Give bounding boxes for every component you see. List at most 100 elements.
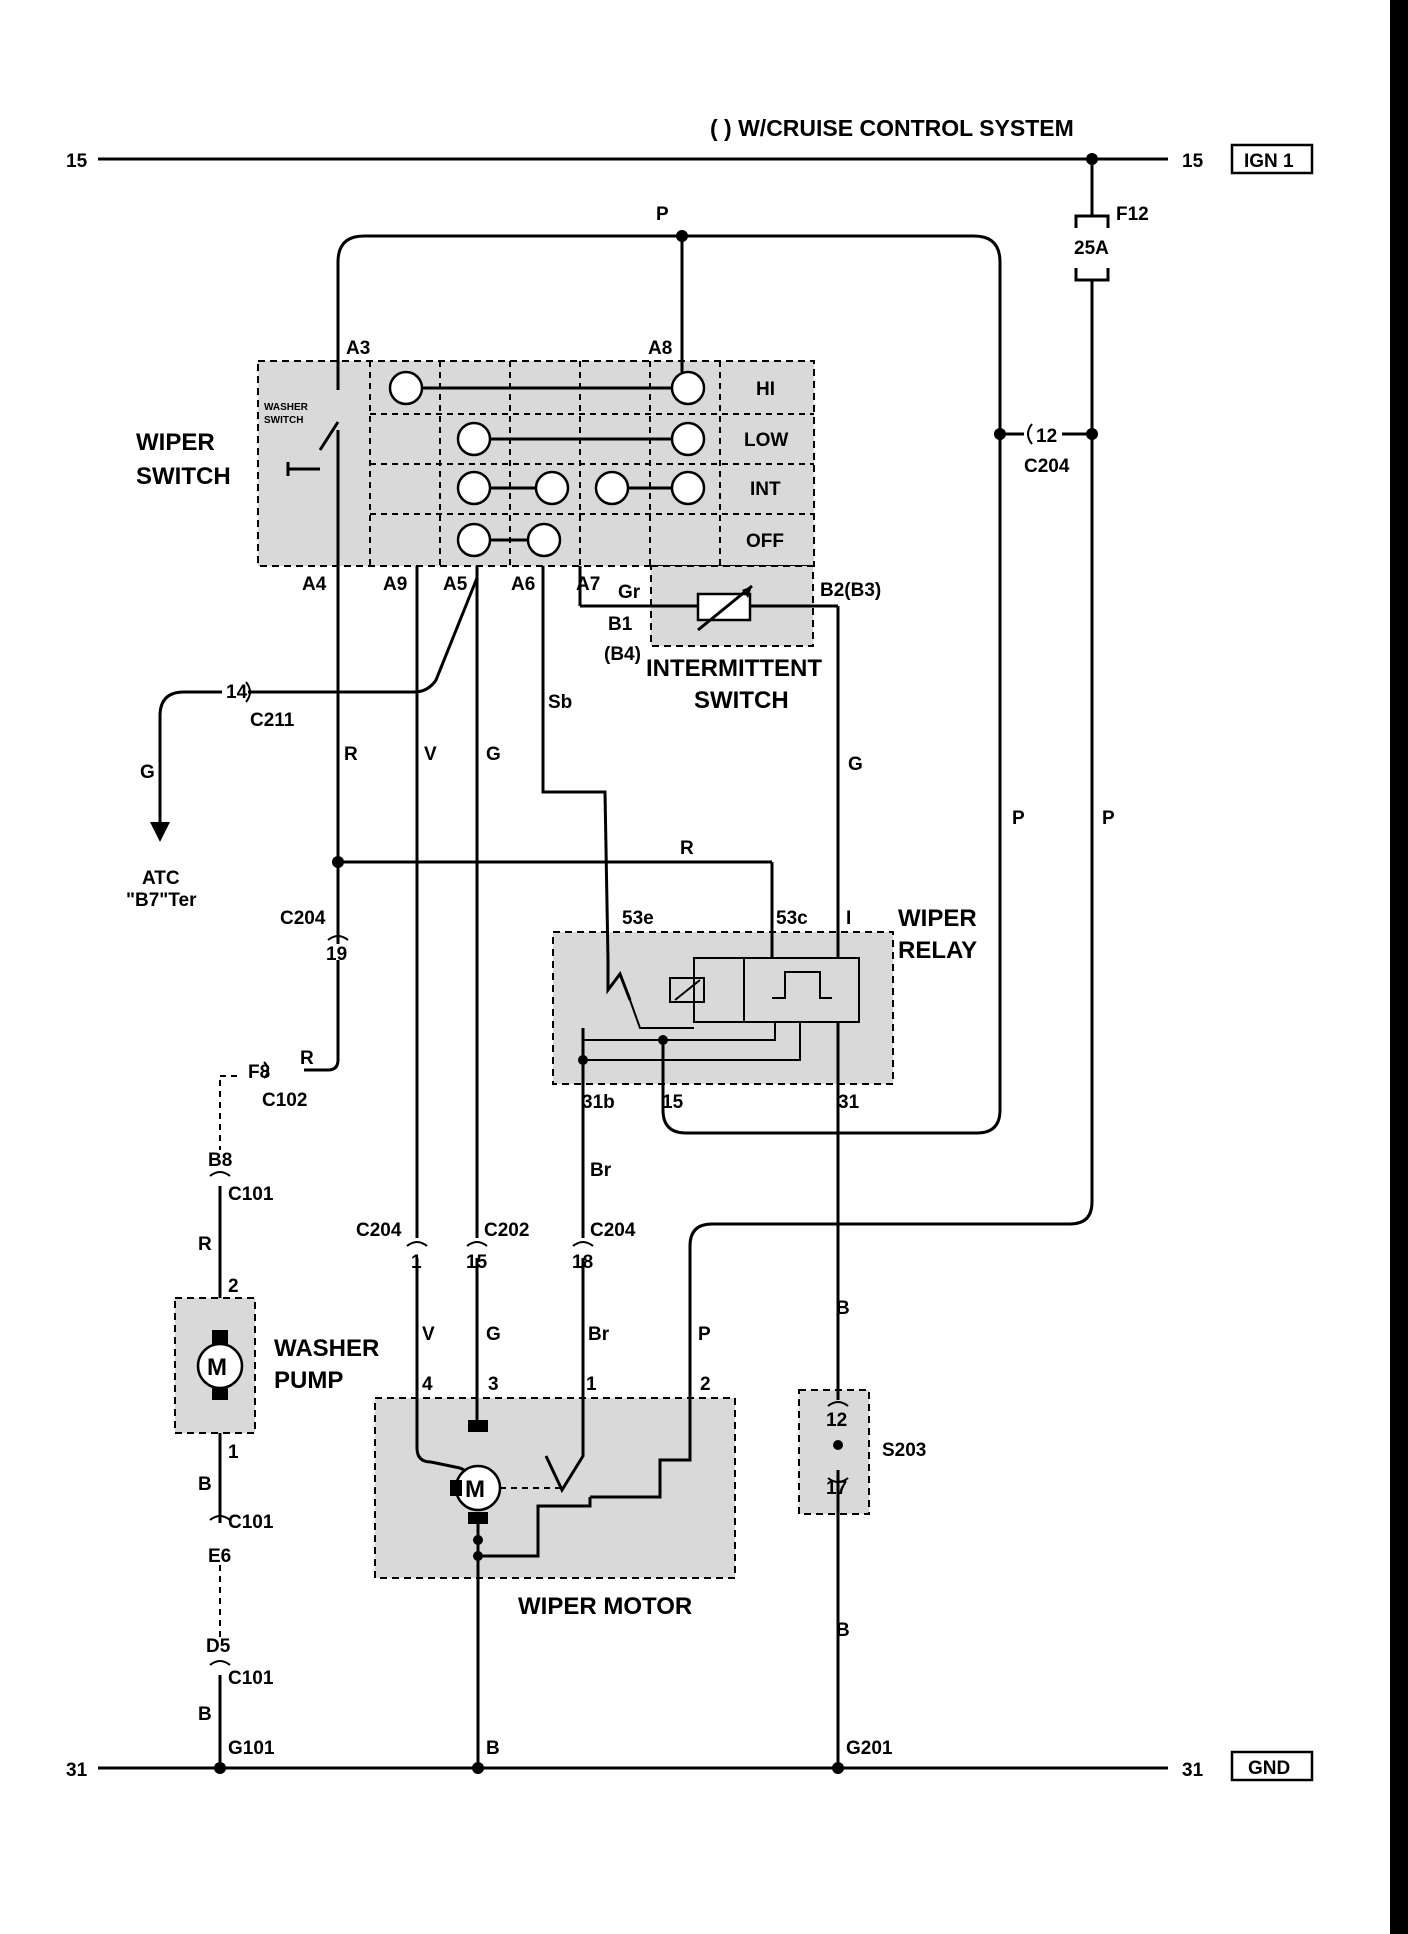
s203-top-pin: 12 — [826, 1410, 847, 1431]
relay-pin-i: I — [846, 908, 851, 929]
rail-15-left: 15 — [66, 151, 88, 172]
motor-pin-2: 2 — [700, 1374, 711, 1395]
gnd-tag: GND — [1248, 1758, 1290, 1779]
wire-r-a4: R — [344, 744, 358, 765]
atc-label-1: ATC — [142, 868, 180, 889]
wire-g-motor: G — [486, 1324, 501, 1345]
wiper-switch-title-2: SWITCH — [136, 463, 231, 490]
fuse-f12-symbol — [1074, 214, 1110, 282]
diagram-title: ( ) W/CRUISE CONTROL SYSTEM — [710, 115, 1074, 141]
wiper-motor-title: WIPER MOTOR — [518, 1593, 692, 1620]
c204-19-pin: 19 — [326, 944, 347, 965]
pin-a7: A7 — [576, 574, 600, 595]
rail-31-left: 31 — [66, 1760, 88, 1781]
relay-pin-53e: 53e — [622, 908, 654, 929]
ign1-tag-box — [1230, 143, 1314, 175]
pin-b2: B2(B3) — [820, 580, 881, 601]
relay-pin-53c: 53c — [776, 908, 808, 929]
c101-b8-name: C101 — [228, 1184, 274, 1205]
ign1-tag: IGN 1 — [1244, 151, 1294, 172]
position-off: OFF — [746, 531, 784, 552]
c211-name: C211 — [250, 710, 295, 731]
intermittent-title-1: INTERMITTENT — [646, 655, 822, 682]
off-contacts — [456, 522, 562, 558]
c204-1-pin: 1 — [411, 1252, 422, 1273]
wiper-switch-grid — [369, 361, 814, 566]
s203-name: S203 — [882, 1440, 926, 1461]
fuse-name: F12 — [1116, 204, 1149, 225]
position-hi: HI — [756, 379, 775, 400]
c202-15-name: C202 — [484, 1220, 529, 1241]
p-bus-wire — [336, 234, 1002, 1135]
pin-b1: B1 — [608, 614, 633, 635]
wire-br-motor: Br — [588, 1324, 610, 1345]
wire-p-right-1: P — [1012, 808, 1025, 829]
c202-15-pin: 15 — [466, 1252, 488, 1273]
pin-a6: A6 — [511, 574, 535, 595]
c101-d5-name: C101 — [228, 1668, 274, 1689]
wire-sb-a6: Sb — [548, 692, 572, 713]
wire-b-pump: B — [198, 1474, 212, 1495]
wiper-relay-title-2: RELAY — [898, 937, 977, 964]
wiper-motor-symbol: M — [465, 1476, 485, 1503]
wire-v-motor: V — [422, 1324, 435, 1345]
wiper-relay-title-1: WIPER — [898, 905, 977, 932]
c204-12-pin: 12 — [1036, 426, 1057, 447]
int-contacts — [456, 470, 706, 506]
wire-g-a5: G — [486, 744, 501, 765]
wire-b-pump-2: B — [198, 1704, 212, 1725]
wire-p-motor: P — [698, 1324, 711, 1345]
ground-g101: G101 — [228, 1738, 275, 1759]
pin-a8: A8 — [648, 338, 672, 359]
fuse-rating: 25A — [1074, 238, 1109, 259]
wire-p-top: P — [656, 204, 669, 225]
scan-edge-bar — [1390, 0, 1408, 1934]
c101-e6-pin: E6 — [208, 1546, 231, 1567]
rail-31-right: 31 — [1182, 1760, 1204, 1781]
pin-a5: A5 — [443, 574, 468, 595]
s203-splice-body — [798, 1389, 870, 1515]
c101-d5-pin: D5 — [206, 1636, 231, 1657]
motor-pin-4: 4 — [422, 1374, 433, 1395]
wiper-relay-body — [552, 931, 894, 1085]
pin-a4: A4 — [302, 574, 327, 595]
wire-gr: Gr — [618, 582, 641, 603]
motor-pin-1: 1 — [586, 1374, 597, 1395]
c101-e6-name: C101 — [228, 1512, 274, 1533]
c204-18-name: C204 — [590, 1220, 636, 1241]
wire-b-motor: B — [486, 1738, 500, 1759]
c204-12-name: C204 — [1024, 456, 1070, 477]
relay-pin-15: 15 — [662, 1092, 684, 1113]
c204-18-pin: 18 — [572, 1252, 593, 1273]
gnd-tag-box — [1230, 1750, 1314, 1782]
wire-r-c101: R — [198, 1234, 212, 1255]
c101-b8-pin: B8 — [208, 1150, 232, 1171]
relay-pin-31b: 31b — [582, 1092, 615, 1113]
washer-pump-title-2: PUMP — [274, 1367, 343, 1394]
intermittent-title-2: SWITCH — [694, 687, 789, 714]
wiper-switch-title-1: WIPER — [136, 429, 215, 456]
washer-switch-label-1: WASHER — [264, 402, 309, 413]
c102-pin: F8 — [248, 1062, 270, 1083]
wire-br-relay: Br — [590, 1160, 612, 1181]
pin-a3: A3 — [346, 338, 370, 359]
relay-pin-31: 31 — [838, 1092, 860, 1113]
pump-pin-1: 1 — [228, 1442, 239, 1463]
s203-bottom-pin: 17 — [826, 1478, 847, 1499]
wire-p-right-2: P — [1102, 808, 1115, 829]
pump-pin-2: 2 — [228, 1276, 239, 1297]
washer-pump-title-1: WASHER — [274, 1335, 379, 1362]
atc-label-2: "B7"Ter — [126, 890, 197, 911]
wire-g-atc: G — [140, 762, 155, 783]
pin-a9: A9 — [383, 574, 407, 595]
wire-v-a9: V — [424, 744, 437, 765]
rail-15-right: 15 — [1182, 151, 1204, 172]
washer-switch-symbol — [286, 421, 340, 476]
hi-contacts — [388, 370, 706, 406]
wire-b-relay: B — [836, 1298, 850, 1319]
connector-marks — [209, 423, 1033, 1666]
washer-pump-symbol: M — [207, 1354, 227, 1381]
position-low: LOW — [744, 430, 788, 451]
wire-g-b2: G — [848, 754, 863, 775]
